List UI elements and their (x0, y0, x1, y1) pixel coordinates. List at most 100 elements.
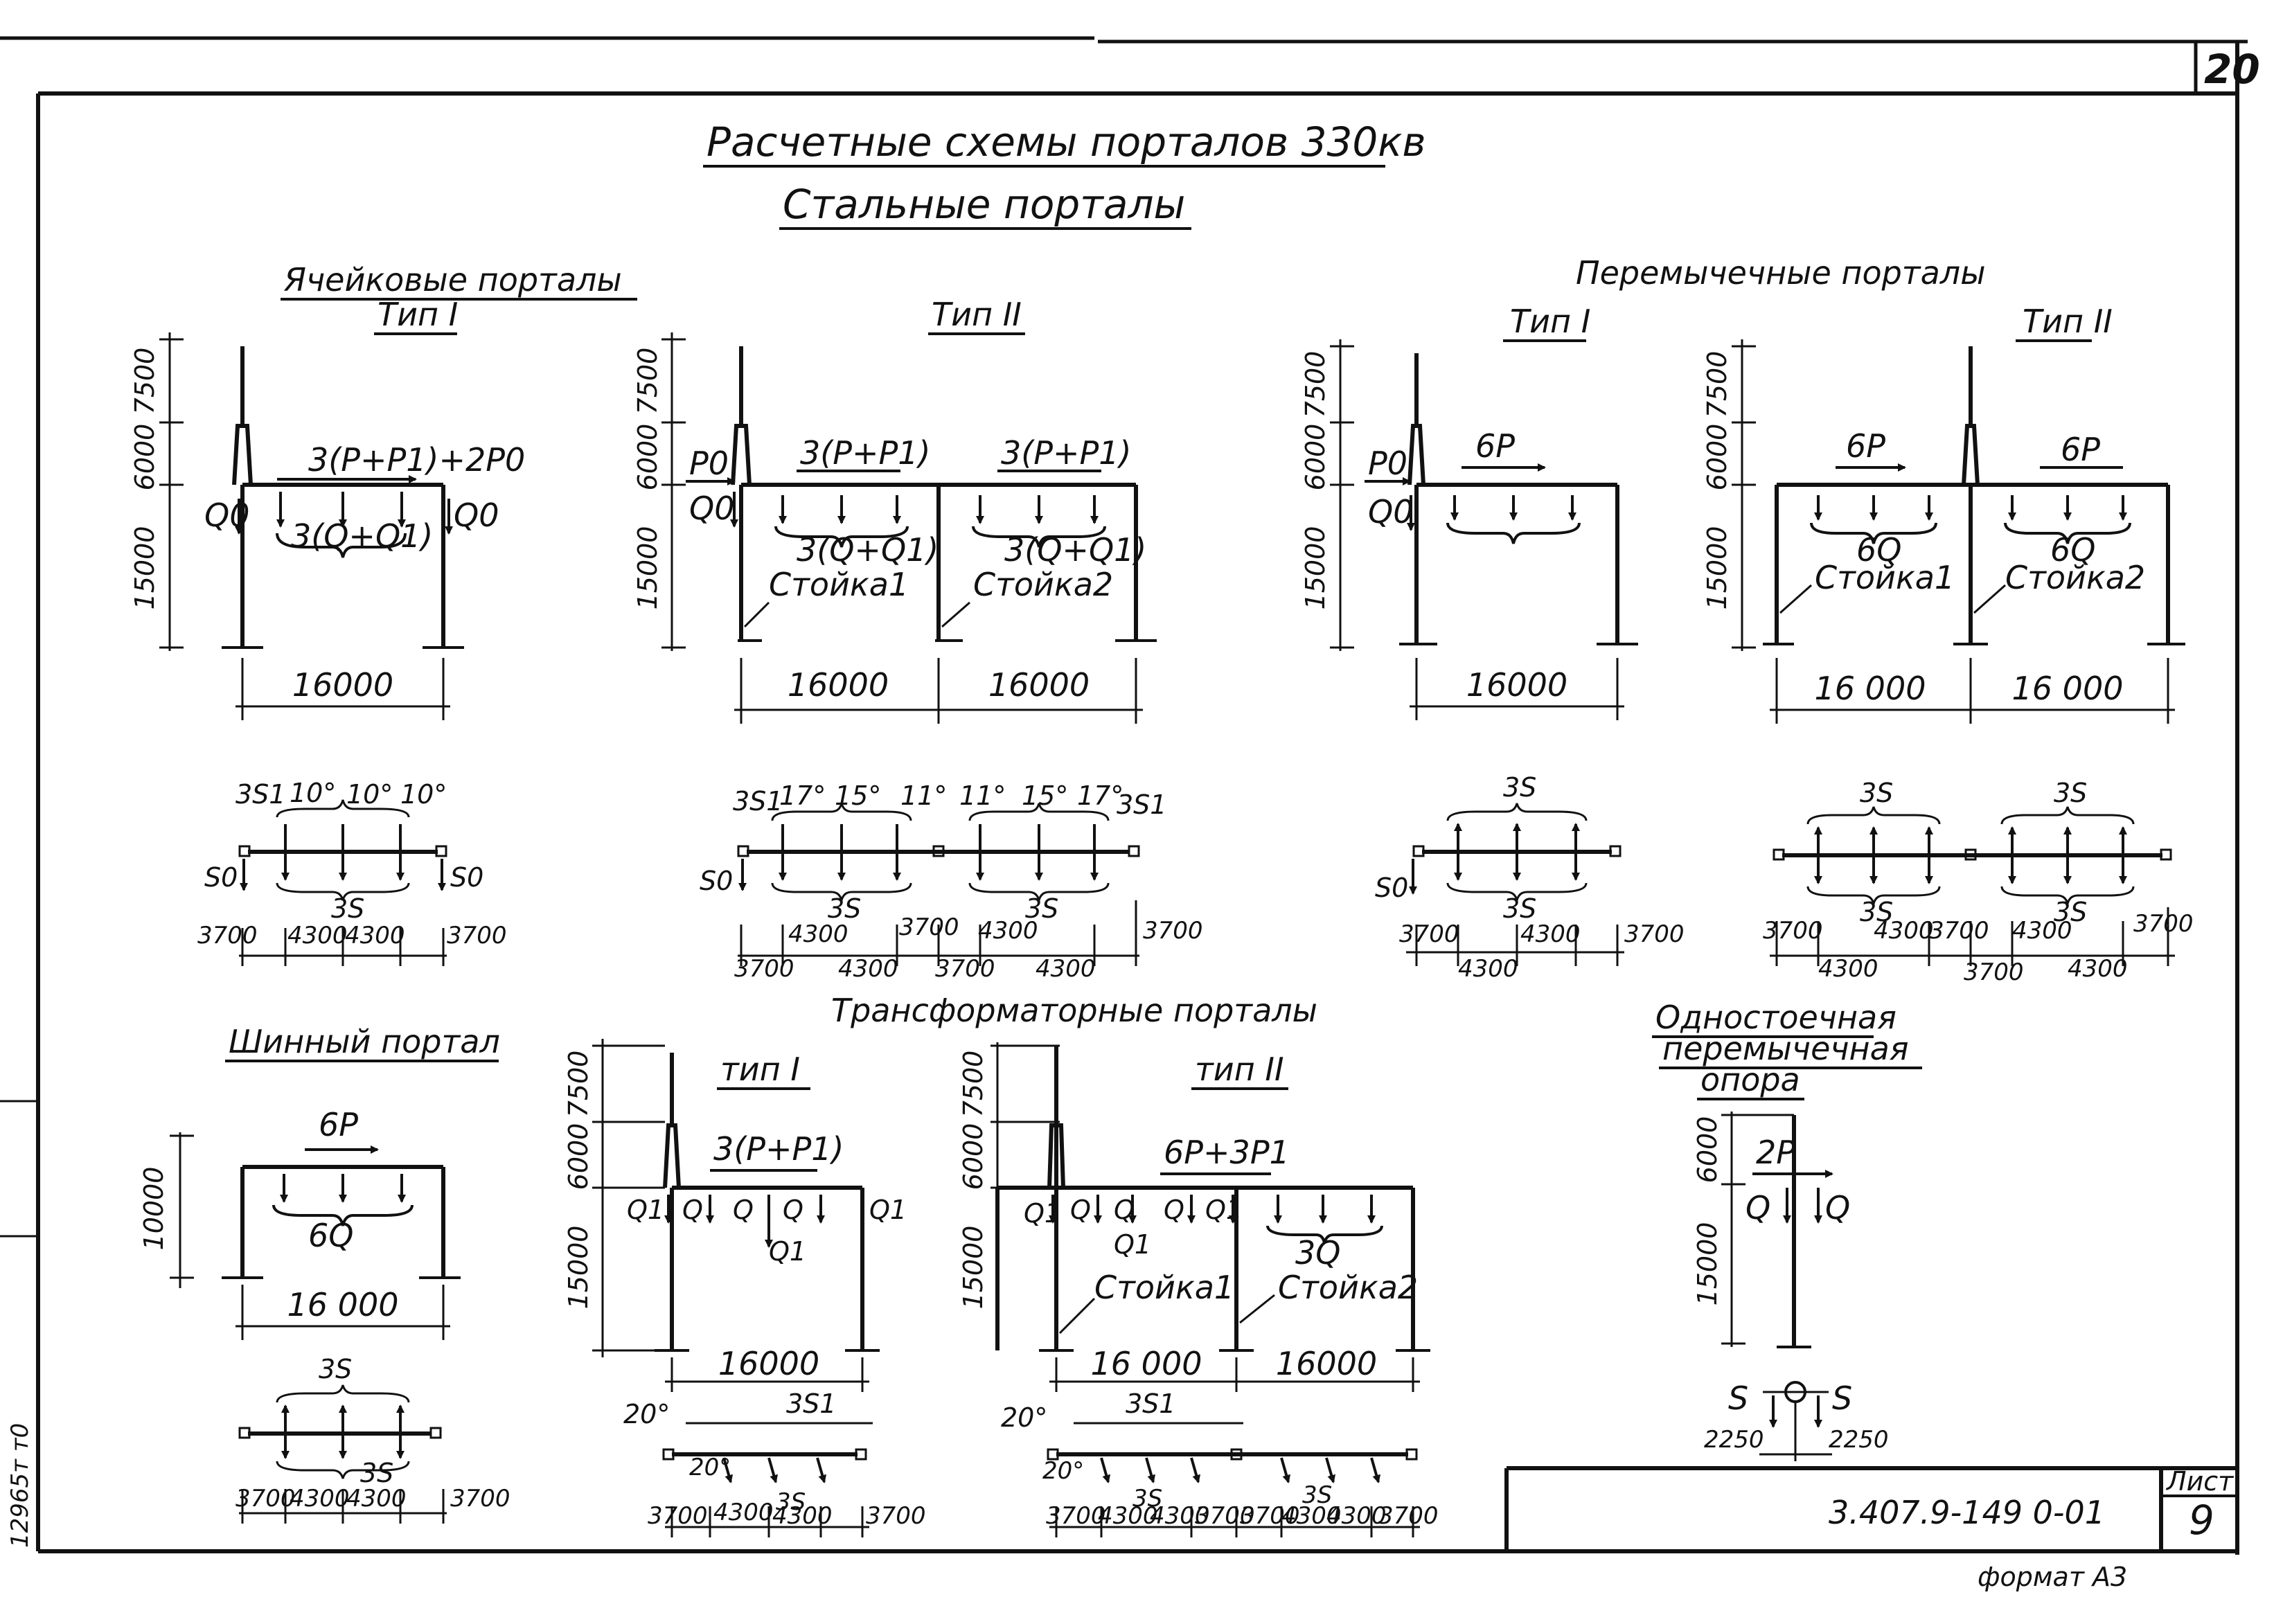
dim-3700-b: 3700 (866, 1502, 926, 1530)
dim-3700-a: 3700 (648, 1502, 708, 1530)
dim-16000: 16000 (1466, 666, 1567, 704)
load-6q-a: 6Q (1856, 531, 1901, 569)
dim-4300-a: 4300 (788, 920, 849, 948)
load-6p-b: 6P (2061, 431, 2100, 468)
dim-3700-b: 3700 (1143, 917, 1203, 945)
dim-15000: 15000 (1702, 526, 1732, 610)
load-q1-right: Q1 (869, 1195, 907, 1225)
load-2p: 2P (1756, 1134, 1795, 1171)
dim-4300-b: 4300 (772, 1502, 833, 1530)
dim-6000: 6000 (130, 424, 160, 491)
dim-7500: 7500 (958, 1051, 988, 1118)
load-3s: 3S (331, 893, 364, 924)
dim-7500: 7500 (632, 348, 663, 415)
load-6p: 6P (319, 1106, 358, 1143)
dim-3700-d: 3700 (935, 955, 995, 983)
single-post-support: Одностоечная перемычечная опора 6000 150… (1652, 999, 1922, 1461)
load-q0-right: Q0 (454, 497, 499, 534)
angle-15-b: 15° (1022, 780, 1068, 811)
load-q-b: Q (733, 1195, 754, 1225)
sheet-value: 9 (2189, 1497, 2214, 1544)
dim-4300-c: 4300 (1281, 1502, 1342, 1530)
post2-label: Стойка2 (973, 566, 1113, 603)
load-q-c: Q (1164, 1195, 1184, 1225)
load-q-c: Q (783, 1195, 803, 1225)
load-s0-left: S0 (204, 862, 238, 893)
load-3q: 3Q (1295, 1234, 1340, 1271)
single-line3: опора (1700, 1061, 1800, 1098)
load-3s-bot: 3S (360, 1458, 393, 1488)
post1-label: Стойка1 (1815, 559, 1955, 596)
load-3s-b: 3S (2054, 778, 2087, 808)
angle-20-a: 20° (1001, 1402, 1047, 1433)
dim-16000-a: 16000 (788, 666, 889, 704)
dim-7500: 7500 (1702, 351, 1732, 418)
load-3s1: 3S1 (236, 779, 285, 810)
load-3s-a: 3S (1860, 778, 1893, 808)
dim-3700-d: 3700 (1378, 1502, 1439, 1530)
title-block: 3.407.9-149 0-01 Лист 9 формат А3 (1504, 1466, 2237, 1592)
dim-4300-a: 4300 (287, 922, 348, 949)
margin-note: 12965т т0 (6, 1423, 34, 1548)
dim-3700-a: 3700 (1763, 917, 1823, 945)
dim-4300-a: 4300 (713, 1499, 774, 1526)
load-6q: 6Q (308, 1217, 353, 1254)
jumper-heading: Перемычечные порталы (1576, 254, 1986, 292)
dim-4300-a: 4300 (1874, 917, 1934, 945)
load-p0: P0 (1368, 445, 1407, 482)
load-3s-bot: 3S (1503, 893, 1536, 924)
angle-20-a: 20° (623, 1399, 670, 1429)
cell-portal-type1: Ячейковые порталы Тип I 7500 6000 15000 … (130, 261, 637, 966)
load-q1-c: Q1 (1205, 1195, 1243, 1225)
dim-6000: 6000 (1692, 1116, 1723, 1184)
dim-4300-a: 4300 (1098, 1502, 1158, 1530)
dim-3700-d: 3700 (1964, 958, 2024, 986)
load-3pp1-b: 3(P+P1) (1001, 434, 1131, 472)
single-line2: перемычечная (1662, 1030, 1909, 1067)
dim-4300-d: 4300 (2068, 955, 2128, 983)
page-title: Расчетные схемы порталов 330кв (707, 118, 1426, 166)
angle-10-a: 10° (290, 778, 336, 808)
dim-4300-d: 4300 (1326, 1502, 1387, 1530)
sheet-frame (0, 36, 2248, 1555)
dim-15000: 15000 (130, 526, 160, 610)
format-label: формат А3 (1978, 1562, 2127, 1592)
load-3qq1-b: 3(Q+Q1) (1004, 531, 1146, 569)
doc-code: 3.407.9-149 0-01 (1829, 1494, 2105, 1531)
load-3qq1-a: 3(Q+Q1) (797, 531, 939, 569)
load-3pp1-2p0: 3(P+P1)+2P0 (308, 441, 525, 479)
bus-portal: Шинный портал 10000 6P 6Q 16 000 3S (139, 1023, 510, 1524)
load-6p: 6P (1475, 427, 1515, 465)
angle-15-a: 15° (835, 780, 881, 811)
load-3s1-a: 3S1 (733, 786, 783, 817)
page-subtitle: Стальные порталы (783, 181, 1185, 228)
load-3s1-b: 3S1 (1117, 789, 1166, 820)
dim-4300-a: 4300 (1520, 920, 1581, 948)
dim-3700-a: 3700 (197, 922, 258, 949)
load-q-a: Q (682, 1195, 703, 1225)
jumper-type1-label: Тип I (1510, 303, 1590, 340)
load-q-a: Q (1070, 1195, 1091, 1225)
dim-4300-b: 4300 (1150, 1502, 1210, 1530)
dim-3700-b: 3700 (450, 1485, 510, 1513)
angle-17-b: 17° (1077, 780, 1123, 811)
load-3s: 3S (776, 1488, 806, 1516)
dim-6000: 6000 (1300, 424, 1331, 491)
transformer-heading: Трансформаторные порталы (831, 992, 1317, 1029)
load-3s-top: 3S (1503, 772, 1536, 803)
load-q0: Q0 (689, 490, 734, 527)
load-s0: S0 (700, 866, 733, 896)
dim-4300-b: 4300 (978, 917, 1038, 945)
dim-4300-c: 4300 (838, 955, 898, 983)
dim-6000: 6000 (1702, 424, 1732, 491)
dim-3700-c: 3700 (2133, 910, 2194, 938)
dim-3700-a: 3700 (236, 1485, 296, 1513)
dim-6000: 6000 (958, 1123, 988, 1190)
transformer-type1-label: тип I (720, 1051, 800, 1088)
dim-3700-c: 3700 (734, 955, 794, 983)
load-6q-b: 6Q (2050, 531, 2095, 569)
load-3s-a: 3S (828, 893, 861, 924)
dim-4300-b: 4300 (2012, 917, 2072, 945)
dim-15000: 15000 (563, 1226, 594, 1310)
dim-3700-c: 3700 (1240, 1502, 1300, 1530)
